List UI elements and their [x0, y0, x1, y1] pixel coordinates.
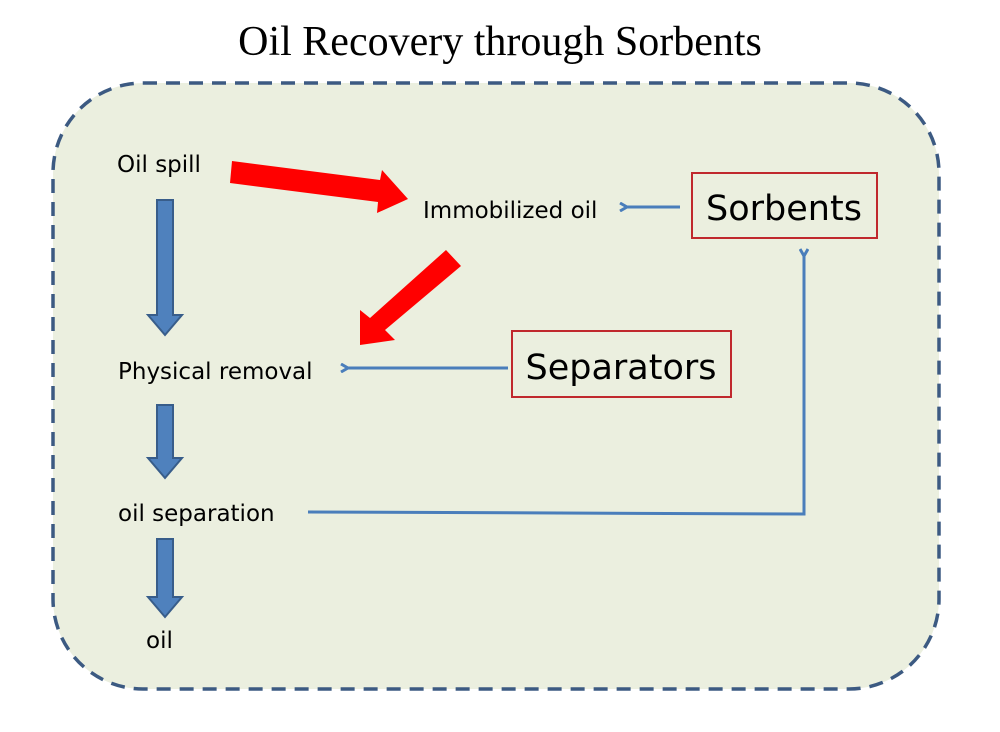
node-oil-spill: Oil spill	[117, 152, 201, 178]
arrow-physical-removal-to-oil-separation	[145, 404, 185, 480]
node-immobilized-oil: Immobilized oil	[423, 198, 597, 224]
arrow-immobilized-oil-to-physical-removal	[360, 250, 461, 345]
arrow-oil-separation-to-oil	[145, 538, 185, 619]
arrow-oil-spill-to-physical-removal	[145, 199, 185, 337]
node-oil-separation: oil separation	[118, 501, 275, 527]
arrow-oil-spill-to-immobilized-oil	[230, 161, 408, 213]
node-separators: Separators	[525, 348, 716, 388]
connector-oil-separation-to-sorbents	[307, 256, 804, 516]
diagram-title: Oil Recovery through Sorbents	[238, 19, 762, 65]
sorbents-box	[691, 172, 878, 239]
separators-box	[511, 330, 732, 398]
node-sorbents: Sorbents	[706, 189, 862, 229]
node-physical-removal: Physical removal	[118, 359, 313, 385]
node-oil: oil	[146, 628, 173, 654]
